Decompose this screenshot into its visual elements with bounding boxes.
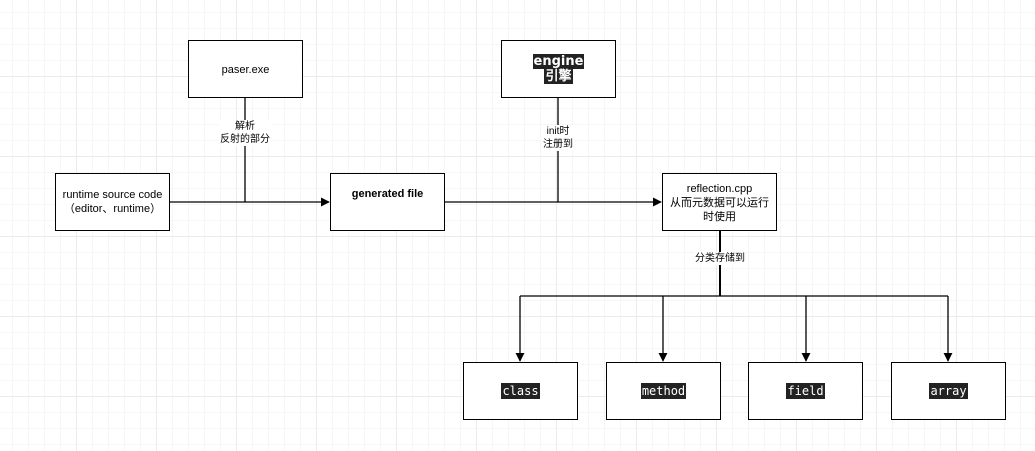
array-node[interactable]: array — [891, 362, 1006, 420]
class-label: class — [501, 383, 540, 399]
parse-label-line1: 解析 — [235, 121, 255, 132]
paser-exe-label: paser.exe — [221, 64, 270, 76]
engine-label: engine — [532, 54, 585, 69]
array-label: array — [929, 383, 968, 399]
reflection-cpp-desc2: 时使用 — [703, 211, 736, 223]
reflection-cpp-label: reflection.cpp — [686, 183, 753, 195]
engine-node[interactable]: engine 引擎 — [501, 40, 616, 98]
class-node[interactable]: class — [463, 362, 578, 420]
init-label-line2: 注册到 — [543, 139, 573, 150]
field-node[interactable]: field — [748, 362, 863, 420]
parse-edge-label: 解析 反射的部分 — [219, 120, 271, 146]
runtime-source-sublabel: （editor、runtime） — [63, 203, 162, 215]
engine-label-cn: 引擎 — [544, 69, 573, 84]
paser-exe-node[interactable]: paser.exe — [188, 40, 303, 98]
runtime-source-label: runtime source code — [62, 189, 163, 201]
method-label: method — [640, 383, 687, 399]
runtime-source-node[interactable]: runtime source code （editor、runtime） — [55, 173, 170, 231]
parse-label-line2: 反射的部分 — [220, 134, 270, 145]
reflection-cpp-node[interactable]: reflection.cpp 从而元数据可以运行 时使用 — [662, 173, 777, 231]
generated-file-node[interactable]: generated file — [330, 173, 445, 231]
init-label-line1: init时 — [546, 126, 570, 137]
generated-file-label: generated file — [351, 188, 424, 200]
reflection-cpp-desc1: 从而元数据可以运行 — [670, 197, 769, 209]
field-label: field — [786, 383, 825, 399]
init-edge-label: init时 注册到 — [542, 125, 574, 151]
store-label: 分类存储到 — [695, 253, 745, 264]
method-node[interactable]: method — [606, 362, 721, 420]
store-edge-label: 分类存储到 — [694, 252, 746, 265]
